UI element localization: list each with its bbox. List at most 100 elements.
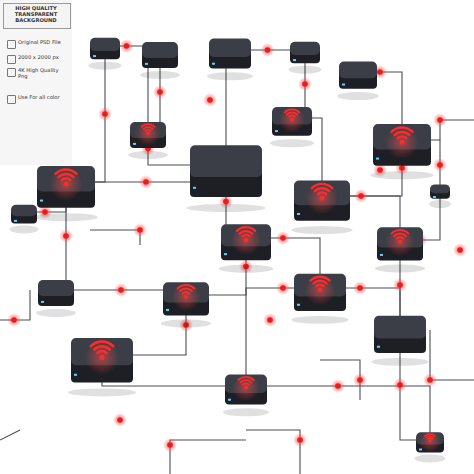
wifi-arc: [240, 231, 253, 234]
wifi-arc: [316, 285, 324, 287]
shadow: [128, 151, 168, 159]
wifi-arc: [398, 136, 406, 138]
wifi-arc: [62, 178, 70, 180]
device: [270, 106, 314, 147]
wifi-arc: [318, 192, 326, 194]
wifi-dot: [146, 132, 150, 136]
wifi-arc: [313, 281, 326, 284]
wifi-glow: [232, 374, 259, 401]
device-top: [209, 38, 251, 56]
wifi-arc: [312, 184, 332, 188]
badge-text: HIGH QUALITY TRANSPARENT BACKGROUND: [6, 6, 66, 24]
wifi-dot: [99, 355, 104, 360]
wifi-dot: [244, 238, 248, 242]
feature-text: 2000 x 2000 px: [18, 55, 68, 61]
wifi-dot: [184, 295, 188, 299]
shadow: [291, 316, 348, 324]
led: [433, 196, 436, 198]
wire: [170, 440, 246, 474]
device-top: [430, 185, 450, 194]
red-dot: [377, 69, 383, 75]
device-top: [142, 42, 178, 58]
red-dot: [124, 43, 130, 49]
wifi-dot: [429, 440, 432, 443]
dot-glow: [298, 77, 312, 91]
red-dot: [437, 117, 443, 123]
wifi-dot: [318, 288, 323, 293]
shadow: [270, 139, 314, 147]
dot-glow: [453, 243, 467, 257]
wifi-arc: [243, 383, 249, 384]
wifi-arc: [97, 351, 106, 353]
red-dot: [137, 227, 143, 233]
red-dots: [7, 39, 467, 452]
red-dot: [357, 285, 363, 291]
red-dot: [399, 165, 405, 171]
device: [207, 38, 253, 80]
red-dot: [335, 383, 341, 389]
led: [40, 200, 43, 202]
shadow: [10, 225, 39, 233]
wifi-arc: [395, 132, 410, 135]
wifi-glow: [386, 126, 419, 159]
wifi-arc: [425, 434, 435, 436]
wire: [246, 386, 430, 440]
wifi-arc: [237, 227, 255, 231]
wifi-arc: [55, 169, 76, 173]
bullet-icon: [7, 40, 16, 49]
wifi-glow: [85, 340, 119, 374]
led: [224, 253, 227, 255]
device: [161, 282, 212, 327]
bullet-icon: [7, 68, 16, 77]
red-dot: [280, 235, 286, 241]
led: [376, 158, 379, 160]
led: [145, 63, 148, 65]
dot-glow: [7, 313, 21, 327]
feature-text: Original PSD File: [18, 40, 68, 46]
device-top: [11, 205, 37, 216]
wifi-arc: [141, 124, 154, 127]
dot-glow: [59, 229, 73, 243]
wifi-glow: [305, 275, 336, 306]
red-dot: [457, 247, 463, 253]
wifi-dot: [398, 240, 402, 244]
wifi-dot: [320, 196, 325, 201]
wifi-glow: [279, 106, 305, 132]
wifi-arc: [241, 380, 252, 382]
red-dot: [157, 89, 163, 95]
shadow: [337, 92, 379, 100]
red-dot: [63, 233, 69, 239]
device-top: [290, 42, 320, 55]
wire: [90, 230, 140, 245]
dot-glow: [163, 438, 177, 452]
wifi-dot: [64, 182, 69, 187]
dot-glow: [276, 281, 290, 295]
wifi-arc: [183, 292, 190, 293]
device: [89, 38, 122, 70]
red-dot: [427, 377, 433, 383]
shadow: [289, 66, 322, 74]
wifi-arc: [315, 188, 329, 191]
led: [342, 84, 345, 86]
shadow: [371, 358, 428, 366]
device: [223, 374, 269, 416]
shadow: [161, 320, 212, 328]
red-dot: [358, 193, 364, 199]
wifi-arc: [392, 230, 409, 233]
device: [219, 224, 274, 273]
red-dot: [280, 285, 286, 291]
device: [10, 205, 39, 234]
wifi-arc: [311, 277, 330, 281]
shadow: [415, 455, 446, 463]
dot-glow: [98, 107, 112, 121]
red-dot: [207, 97, 213, 103]
device: [140, 42, 180, 79]
shadow: [207, 72, 253, 80]
red-dot: [397, 282, 403, 288]
device: [371, 316, 428, 366]
red-dot: [267, 317, 273, 323]
dot-glow: [353, 281, 367, 295]
shadow: [89, 62, 122, 70]
device-top: [374, 316, 426, 339]
